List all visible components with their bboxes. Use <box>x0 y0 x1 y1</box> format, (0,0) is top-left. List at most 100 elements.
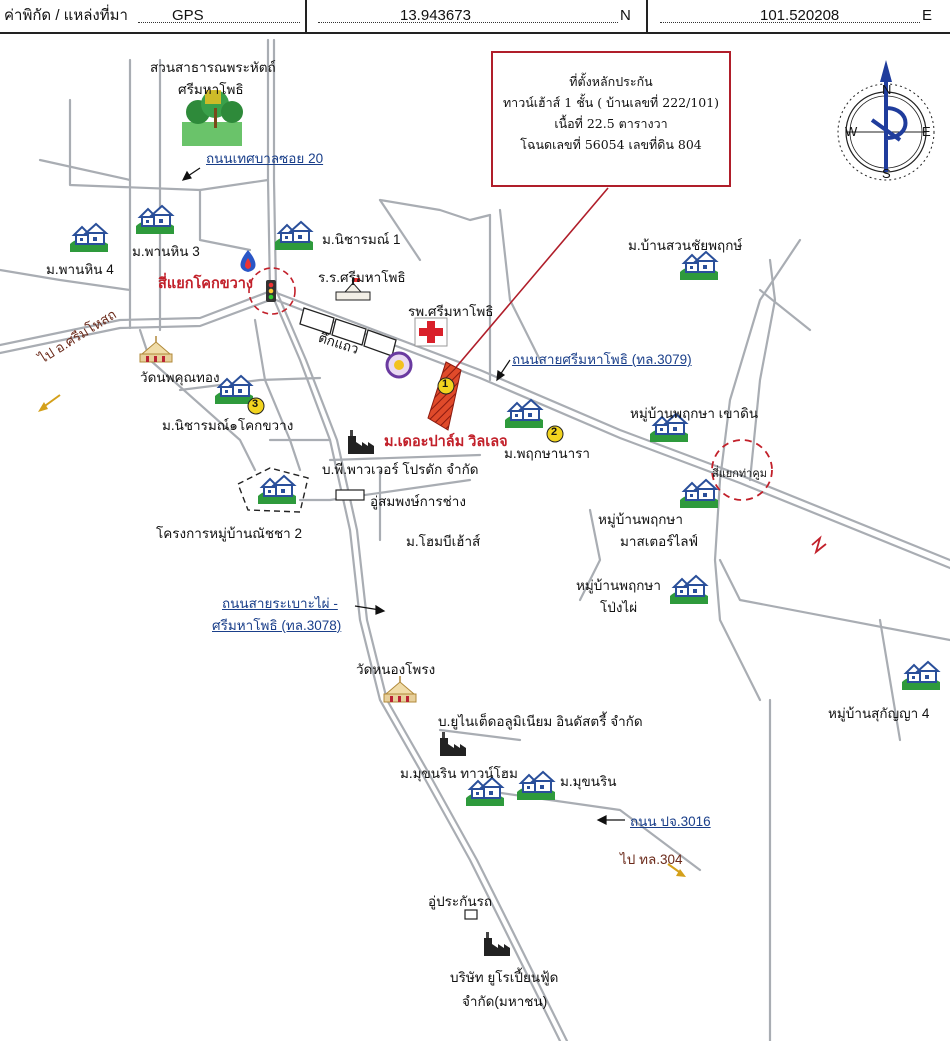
label-wat-nongphong: วัดหนองโพรง <box>356 662 436 677</box>
house-icon-suan-chai <box>679 251 719 281</box>
label-hospital: รพ.ศรีมหาโพธิ <box>408 304 494 319</box>
marker-2 <box>546 425 564 443</box>
marker-3-label: 3 <box>252 398 259 410</box>
dotted-line <box>660 22 920 23</box>
label-nicharom1: ม.นิชารมณ์ 1 <box>322 232 401 247</box>
header-separator <box>305 0 307 32</box>
house-icon-panhin4 <box>69 223 109 253</box>
factory-icon-power <box>348 430 374 454</box>
label-the-palm: ม.เดอะปาล์ม วิลเลจ <box>384 434 508 450</box>
header-source: GPS <box>172 7 204 24</box>
label-phruksa-khaodin: หมู่บ้านพฤกษา เขาดิน <box>630 406 759 421</box>
label-united-alu: บ.ยูไนเต็ดอลูมิเนียม อินดัสตรี้ จำกัด <box>438 714 643 729</box>
road-label-3078-a: ถนนสายระเบาะไผ่ - <box>222 596 338 611</box>
house-icon-sukanya4 <box>901 661 941 691</box>
collateral-plot <box>427 361 462 431</box>
house-icon-panhin3 <box>135 205 175 235</box>
road-label-3016: ถนน ปจ.3016 <box>630 814 711 829</box>
compass-s: S <box>882 166 891 181</box>
label-euro-food-1: บริษัท ยูโรเปี้ยนฟู้ด <box>450 970 559 985</box>
garage-icon <box>335 489 365 501</box>
header-separator <box>646 0 648 32</box>
label-junction-thakhum: สี่แยกท่าคูม <box>712 468 767 480</box>
label-mukhonrin: ม.มุขนริน <box>560 774 617 789</box>
label-euro-food-2: จำกัด(มหาชน) <box>462 994 548 1009</box>
label-sukanya4: หมู่บ้านสุกัญญา 4 <box>828 706 930 721</box>
label-phruksa-pongphai-1: หมู่บ้านพฤกษา <box>576 578 661 593</box>
label-phruksa-pongphai-2: โป่งไผ่ <box>600 600 638 615</box>
marker-3 <box>247 397 265 415</box>
header-lon-suffix: E <box>922 7 933 24</box>
label-suan-chai: ม.บ้านสวนชัยพฤกษ์ <box>628 238 743 253</box>
collateral-callout: ที่ตั้งหลักประกัน ทาวน์เฮ้าส์ 1 ชั้น ( บ… <box>491 51 731 187</box>
label-power-product: บ.พี.พาวเวอร์ โปรดัก จำกัด <box>322 462 479 477</box>
label-phruksa-master-2: มาสเตอร์ไลฟ์ <box>620 534 699 549</box>
direction-arrows <box>38 394 686 877</box>
label-home-b: ม.โฮมบีเฮ้าส์ <box>406 534 481 549</box>
traffic-light-red <box>268 282 274 288</box>
road-label-soi20: ถนนเทศบาลซอย 20 <box>206 151 324 166</box>
label-phruksa-nara: ม.พฤกษานารา <box>504 446 591 461</box>
label-panhin3: ม.พานหิน 3 <box>132 244 200 259</box>
park-label-1: สวนสาธารณพระหัตถ์ <box>150 60 276 75</box>
compass-rose <box>837 60 935 181</box>
junction-circle-khok <box>248 267 296 315</box>
car-insurance-icon <box>464 909 478 920</box>
temple-icon-khunthong <box>139 335 173 363</box>
compass-w: W <box>845 124 858 139</box>
label-panhin4: ม.พานหิน 4 <box>46 262 114 277</box>
label-mukhonrin-town: ม.มุขนริน ทาวน์โฮม <box>400 766 518 781</box>
label-car-insurance: อู่ประกันรถ <box>428 894 493 909</box>
house-icon-nicharom-khok <box>214 375 254 405</box>
house-icon-nutcha2 <box>257 475 297 505</box>
label-garage: อู่สมพงษ์การช่าง <box>370 494 466 509</box>
emblem-icon <box>385 351 413 379</box>
header-lat-suffix: N <box>620 7 631 24</box>
house-icon-phruksa-nara <box>504 399 544 429</box>
label-school: ร.ร.ศรีมหาโพธิ <box>318 270 406 285</box>
header-lon: 101.520208 <box>760 7 840 24</box>
house-icon-phruksa-pongphai <box>669 575 709 605</box>
house-icon-phruksa-master <box>679 479 719 509</box>
dotted-line <box>318 22 618 23</box>
project-boundary <box>237 467 309 513</box>
label-junction-khok: สี่แยกโคกขวาง <box>158 276 254 292</box>
gas-station-icon <box>240 250 256 272</box>
road-label-3078-b: ศรีมหาโพธิ (ทล.3078) <box>212 618 342 633</box>
road-label-3079: ถนนสายศรีมหาโพธิ (ทล.3079) <box>512 352 692 367</box>
compass-e: E <box>922 124 931 139</box>
shophouse-blocks <box>299 307 397 357</box>
road-arrows <box>181 167 625 825</box>
coordinate-header: ค่าพิกัด / แหล่งที่มา GPS 13.943673 N 10… <box>0 0 950 34</box>
callout-line-2: ทาวน์เฮ้าส์ 1 ชั้น ( บ้านเลขที่ 222/101) <box>502 95 720 110</box>
house-icon-nicharom1 <box>274 221 314 251</box>
label-nutcha2: โครงการหมู่บ้านณัชชา 2 <box>156 526 302 541</box>
callout-title: ที่ตั้งหลักประกัน <box>569 74 653 89</box>
road-network <box>0 38 950 1041</box>
hospital-icon <box>414 317 448 347</box>
callout-leader-line <box>451 187 609 373</box>
traffic-light-yellow <box>268 288 274 294</box>
marker-2-label: 2 <box>551 426 558 438</box>
school-icon <box>335 278 371 301</box>
header-lat: 13.943673 <box>400 7 471 24</box>
dotted-line <box>138 22 300 23</box>
marker-1 <box>437 377 455 395</box>
label-to-304: ไป ทล.304 <box>620 852 683 867</box>
factory-icon-euro <box>484 932 510 956</box>
park-label-2: ศรีมหาโพธิ <box>178 82 244 97</box>
factory-icon-united <box>440 732 466 756</box>
label-wat-khunthong: วัดนพคุณทอง <box>140 370 220 385</box>
callout-line-4: โฉนดเลขที่ 56054 เลขที่ดิน 804 <box>520 137 702 152</box>
house-icon-mukhonrin <box>516 771 556 801</box>
compass-n: N <box>882 82 892 97</box>
junction-circle-thakhum <box>711 439 773 501</box>
callout-line-3: เนื้อที่ 22.5 ตารางวา <box>554 116 668 131</box>
traffic-light-green <box>268 294 274 300</box>
label-nicharom-khok: ม.นิชารมณ์๑โคกขวาง <box>162 418 294 433</box>
label-phruksa-master-1: หมู่บ้านพฤกษา <box>598 512 683 527</box>
header-label: ค่าพิกัด / แหล่งที่มา <box>4 7 128 24</box>
marker-1-label: 1 <box>442 378 449 390</box>
road-break-mark <box>811 535 827 555</box>
